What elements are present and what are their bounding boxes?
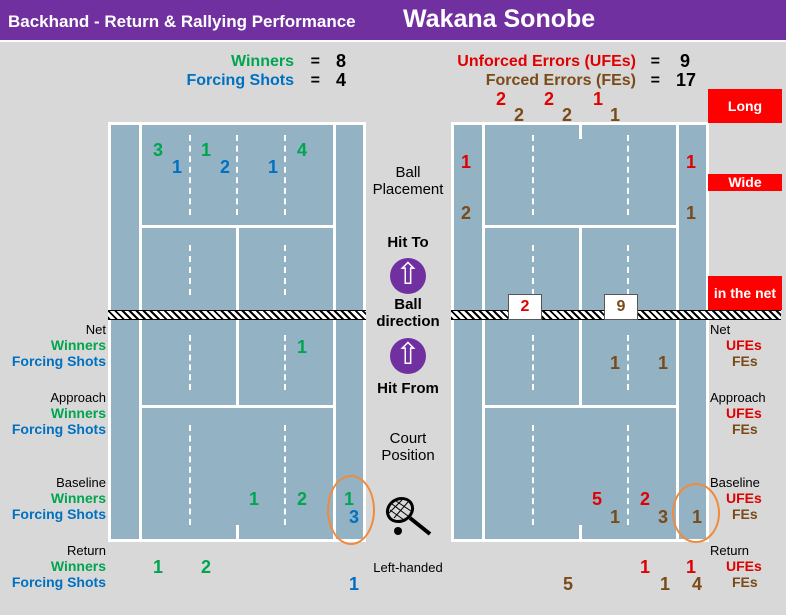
rc-tf-2: 2	[562, 105, 573, 125]
left-row-net: Net Winners Forcing Shots	[11, 322, 106, 369]
hit-to-label: Hit To	[387, 234, 429, 251]
rc-tu-1: 2	[496, 89, 507, 109]
right-row-baseline: Baseline UFEs FEs	[710, 475, 762, 522]
right-row-approach: Approach UFEs FEs	[710, 390, 766, 437]
rc-rf-1: 5	[563, 574, 574, 594]
arrow-up-icon: ⇧	[390, 338, 426, 374]
rc-tf-1: 2	[514, 105, 525, 125]
rc-nf-2: 1	[658, 353, 669, 373]
lc-pw-3: 4	[297, 140, 308, 160]
net-box: in the net	[708, 276, 782, 310]
forcing-count: 4	[336, 70, 347, 90]
rc-wf-1: 2	[461, 203, 472, 223]
right-row-return: Return UFEs FEs	[710, 543, 762, 590]
right-row-net: Net UFEs FEs	[710, 322, 762, 369]
lc-rw-2: 2	[201, 557, 212, 577]
lc-bw-1: 1	[249, 489, 260, 509]
header-bar: Backhand - Return & Rallying Performance…	[0, 0, 786, 42]
forcing-label: Forcing Shots	[186, 72, 294, 89]
net-fe-box: 9	[604, 294, 638, 320]
winners-label: Winners	[231, 53, 294, 70]
rc-wu-1: 1	[461, 152, 472, 172]
lc-net-w: 1	[297, 337, 308, 357]
eq: =	[650, 53, 660, 70]
section-title: Backhand - Return & Rallying Performance	[8, 12, 356, 31]
rc-tu-3: 1	[593, 89, 604, 109]
lc-bw-2: 2	[297, 489, 308, 509]
rc-bu-1: 5	[592, 489, 603, 509]
highlight-oval	[672, 483, 720, 543]
arrow-up-icon: ⇧	[390, 258, 426, 294]
hit-from-label: Hit From	[377, 380, 439, 397]
rc-tf-3: 1	[610, 105, 621, 125]
rc-bf-2: 3	[658, 507, 669, 527]
eq: =	[650, 72, 660, 89]
rc-nf-1: 1	[610, 353, 621, 373]
rc-bf-1: 1	[610, 507, 621, 527]
rc-bu-2: 2	[640, 489, 651, 509]
highlight-oval	[327, 475, 375, 545]
long-box: Long	[708, 89, 782, 123]
rc-wu-2: 1	[686, 152, 697, 172]
eq: =	[310, 53, 320, 70]
lc-pf-1: 1	[172, 157, 183, 177]
right-court	[451, 122, 709, 542]
fe-label: Forced Errors (FEs)	[485, 72, 636, 89]
ball-placement-label: Ball Placement	[372, 164, 444, 198]
net-ufe-box: 2	[508, 294, 542, 320]
wide-box: Wide	[708, 174, 782, 191]
left-row-approach: Approach Winners Forcing Shots	[11, 390, 106, 437]
rc-ru-2: 1	[686, 557, 697, 577]
eq: =	[310, 72, 320, 89]
winners-count: 8	[336, 51, 347, 71]
left-row-baseline: Baseline Winners Forcing Shots	[11, 475, 106, 522]
ball-direction-label: Ball direction	[376, 296, 440, 330]
lc-rw-1: 1	[153, 557, 164, 577]
rc-wf-2: 1	[686, 203, 697, 223]
rc-ru-1: 1	[640, 557, 651, 577]
court-position-label: Court Position	[381, 430, 435, 464]
ufe-label: Unforced Errors (UFEs)	[457, 53, 636, 70]
lc-pw-1: 3	[153, 140, 164, 160]
lc-pw-2: 1	[201, 140, 212, 160]
lc-rf: 1	[349, 574, 360, 594]
left-court	[108, 122, 366, 542]
handedness-label: Left-handed	[373, 560, 443, 575]
lc-pf-2: 2	[220, 157, 231, 177]
rc-rf-3: 4	[692, 574, 703, 594]
player-name: Wakana Sonobe	[403, 5, 596, 33]
rc-tu-2: 2	[544, 89, 555, 109]
lc-pf-3: 1	[268, 157, 279, 177]
left-row-return: Return Winners Forcing Shots	[11, 543, 106, 590]
fe-count: 17	[676, 70, 697, 90]
left-net	[108, 310, 366, 320]
tennis-racket-icon	[384, 496, 434, 536]
ufe-count: 9	[680, 51, 691, 71]
rc-rf-2: 1	[660, 574, 671, 594]
